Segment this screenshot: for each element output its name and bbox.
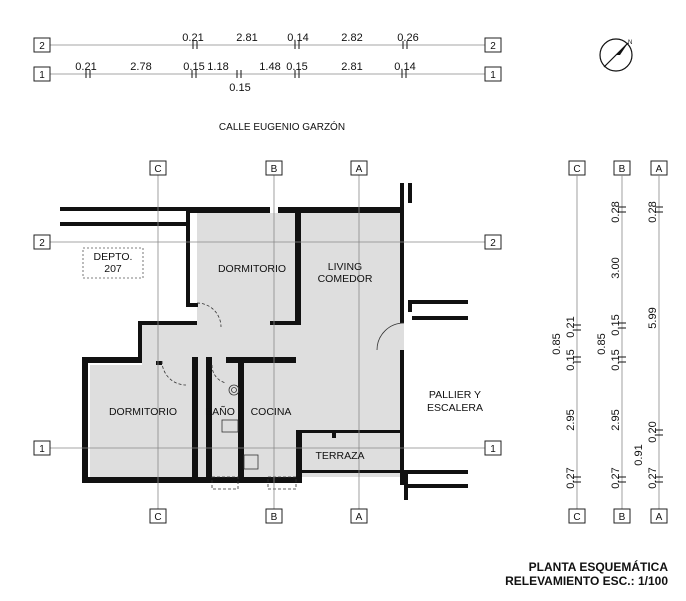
dim-cola-1: 5.99 — [647, 307, 659, 328]
dim-colb-0: 0.28 — [610, 201, 622, 222]
vertical-dims-axis-b: B B 0.28 3.00 0.15 0.85 0.15 2.95 0.27 — [596, 160, 631, 524]
dim-cola-4: 0.27 — [647, 467, 659, 488]
axis-label-a-right-top: A — [656, 164, 663, 175]
axis-label-2-plan-left: 2 — [39, 238, 45, 249]
axis-marker-c-right-bottom — [568, 508, 586, 524]
dim-row2-2: 0.14 — [287, 32, 308, 44]
dim-row1-3: 1.18 — [207, 61, 228, 73]
room-label-dormitorio-lower: DORMITORIO — [109, 406, 177, 418]
axis-marker-a-top — [350, 160, 368, 176]
street-name: CALLE EUGENIO GARZÓN — [219, 120, 345, 133]
dim-row2-4: 0.26 — [397, 32, 418, 44]
dim-row1-2: 0.15 — [183, 61, 204, 73]
axis-marker-c-bottom — [149, 508, 167, 524]
dim-row1-below: 0.15 — [229, 82, 250, 94]
dimension-line-row-1: 1 1 0.21 2.78 0.15 1.18 1.48 0.15 2.81 0… — [33, 61, 502, 94]
axis-marker-c-top — [149, 160, 167, 176]
axis-marker-a-right-bottom — [650, 508, 668, 524]
unit-label-line1: DEPTO. — [94, 251, 133, 263]
axis-label-b-right-top: B — [619, 164, 626, 175]
dim-cola-3: 0.91 — [633, 444, 645, 465]
walls — [60, 183, 468, 500]
dim-row1-1: 2.78 — [130, 61, 151, 73]
axis-label-a-right-bottom: A — [656, 512, 663, 523]
dim-colc-4: 0.27 — [565, 467, 577, 488]
room-label-living-line2: COMEDOR — [318, 273, 373, 285]
dim-colb-6: 0.27 — [610, 467, 622, 488]
axis-label-2-left: 2 — [39, 41, 45, 52]
dim-row1-5: 0.15 — [286, 61, 307, 73]
axis-marker-2-right — [484, 37, 502, 53]
room-label-bano: BAÑO — [205, 405, 235, 418]
dim-row1-7: 0.14 — [394, 61, 415, 73]
vertical-dims-axis-c: C C 0.21 0.85 0.15 2.95 0.27 — [551, 160, 586, 524]
dim-colb-4: 0.15 — [610, 349, 622, 370]
dim-row1-6: 2.81 — [341, 61, 362, 73]
vertical-dims-axis-a: A A 0.28 5.99 0.20 0.91 0.27 — [633, 160, 668, 524]
dim-cola-2: 0.20 — [647, 421, 659, 442]
axis-marker-2-plan-right — [484, 234, 502, 250]
room-label-terraza: TERRAZA — [315, 450, 364, 462]
svg-text:N: N — [628, 40, 632, 46]
drawing-title-block: PLANTA ESQUEMÁTICA RELEVAMIENTO ESC.: 1/… — [505, 560, 668, 588]
axis-label-2-right: 2 — [490, 41, 496, 52]
axis-marker-b-top — [265, 160, 283, 176]
axis-label-b-top: B — [271, 164, 278, 175]
dimension-line-row-2: 2 2 0.21 2.81 0.14 2.82 0.26 — [33, 32, 502, 53]
axis-marker-1-plan-right — [484, 440, 502, 456]
dim-cola-0: 0.28 — [647, 201, 659, 222]
axis-label-c-right-bottom: C — [573, 512, 580, 523]
drawing-title: PLANTA ESQUEMÁTICA — [528, 560, 668, 574]
unit-label-line2: 207 — [104, 263, 122, 275]
bathroom-fixtures-icon — [221, 384, 259, 470]
axis-label-a-top: A — [356, 164, 363, 175]
axis-markers-bottom: C B A — [149, 508, 368, 524]
dim-row1-0: 0.21 — [75, 61, 96, 73]
dim-colb-5: 2.95 — [610, 409, 622, 430]
axis-marker-b-bottom — [265, 508, 283, 524]
axis-marker-b-right-bottom — [613, 508, 631, 524]
room-label-cocina: COCINA — [251, 406, 292, 418]
axis-label-2-plan-right: 2 — [490, 238, 496, 249]
axis-label-a-bottom: A — [356, 512, 363, 523]
dim-colb-1: 3.00 — [610, 257, 622, 278]
dim-colc-2: 0.15 — [565, 349, 577, 370]
dim-colc-0: 0.21 — [565, 316, 577, 337]
axis-marker-1-right — [484, 66, 502, 82]
axis-label-1-right: 1 — [490, 70, 496, 81]
drawing-scale: RELEVAMIENTO ESC.: 1/100 — [505, 574, 668, 588]
axis-marker-1-left — [33, 66, 51, 82]
north-arrow-icon: N — [599, 38, 633, 72]
room-label-pallier-line2: ESCALERA — [427, 402, 483, 414]
axis-label-c-top: C — [154, 164, 161, 175]
dim-colc-1: 0.85 — [551, 333, 563, 354]
dim-colb-2: 0.15 — [610, 314, 622, 335]
dim-row2-0: 0.21 — [182, 32, 203, 44]
axis-label-1-plan-right: 1 — [490, 444, 496, 455]
axis-marker-2-left — [33, 37, 51, 53]
dim-row2-3: 2.82 — [341, 32, 362, 44]
room-label-dormitorio-upper: DORMITORIO — [218, 263, 286, 275]
axis-label-1-left: 1 — [39, 70, 45, 81]
axis-label-b-right-bottom: B — [619, 512, 626, 523]
axis-label-c-bottom: C — [154, 512, 161, 523]
dim-colc-3: 2.95 — [565, 409, 577, 430]
grid-lines — [50, 175, 485, 509]
axis-marker-a-bottom — [350, 508, 368, 524]
axis-label-1-plan-left: 1 — [39, 444, 45, 455]
axis-label-b-bottom: B — [271, 512, 278, 523]
unit-label: DEPTO. 207 — [82, 247, 144, 279]
axis-marker-2-plan-left — [33, 234, 51, 250]
axis-markers-rows: 2 2 1 1 — [33, 234, 502, 456]
dim-row1-4: 1.48 — [259, 61, 280, 73]
dim-row2-1: 2.81 — [236, 32, 257, 44]
axis-label-c-right-top: C — [573, 164, 580, 175]
axis-markers-top: C B A — [149, 160, 368, 176]
axis-marker-1-plan-left — [33, 440, 51, 456]
room-label-pallier-line1: PALLIER Y — [429, 389, 481, 401]
room-label-living-line1: LIVING — [328, 261, 362, 273]
dim-colb-3: 0.85 — [596, 333, 608, 354]
door-swings — [161, 302, 405, 490]
